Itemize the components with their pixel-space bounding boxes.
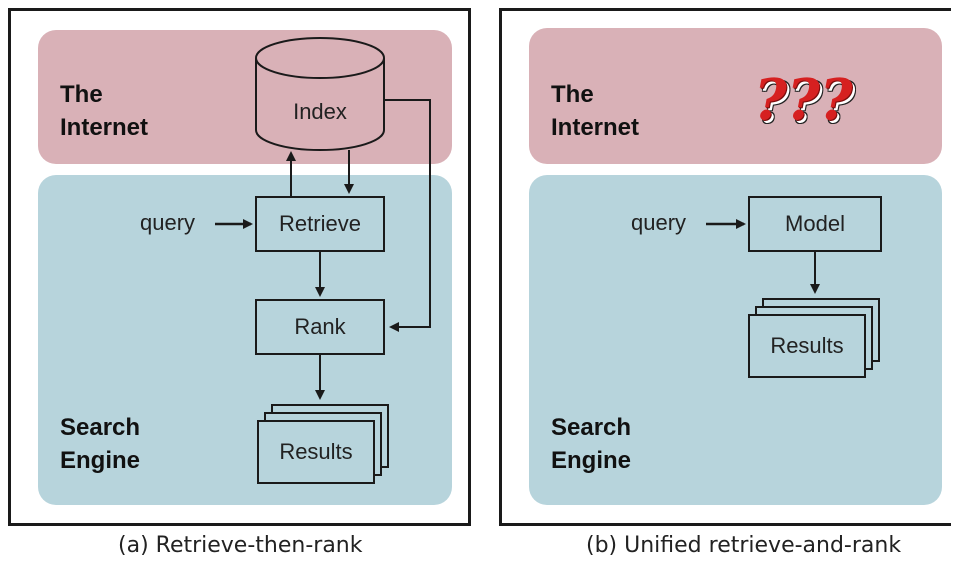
internet-label-b: The Internet <box>551 81 640 141</box>
internet-zone-b <box>529 28 942 164</box>
results-box-a: Results <box>257 420 375 484</box>
query-label-a: query <box>140 210 196 235</box>
question-marks-shadow: ??? <box>757 70 856 136</box>
caption-a: (a) Retrieve-then-rank <box>118 533 363 558</box>
search-engine-label-a: Search Engine <box>60 414 141 474</box>
index-label: Index <box>293 99 347 124</box>
caption-b: (b) Unified retrieve-and-rank <box>586 533 902 558</box>
search-engine-label-b: Search Engine <box>551 414 632 474</box>
question-marks-text: ??? <box>754 67 853 133</box>
query-label-b: query <box>631 210 687 235</box>
retrieve-box: Retrieve <box>255 196 385 252</box>
internet-label-a: The Internet <box>60 81 149 141</box>
question-marks-icon: ??? ??? <box>754 70 856 136</box>
rank-box: Rank <box>255 299 385 355</box>
model-box: Model <box>748 196 882 252</box>
results-box-b: Results <box>748 314 866 378</box>
